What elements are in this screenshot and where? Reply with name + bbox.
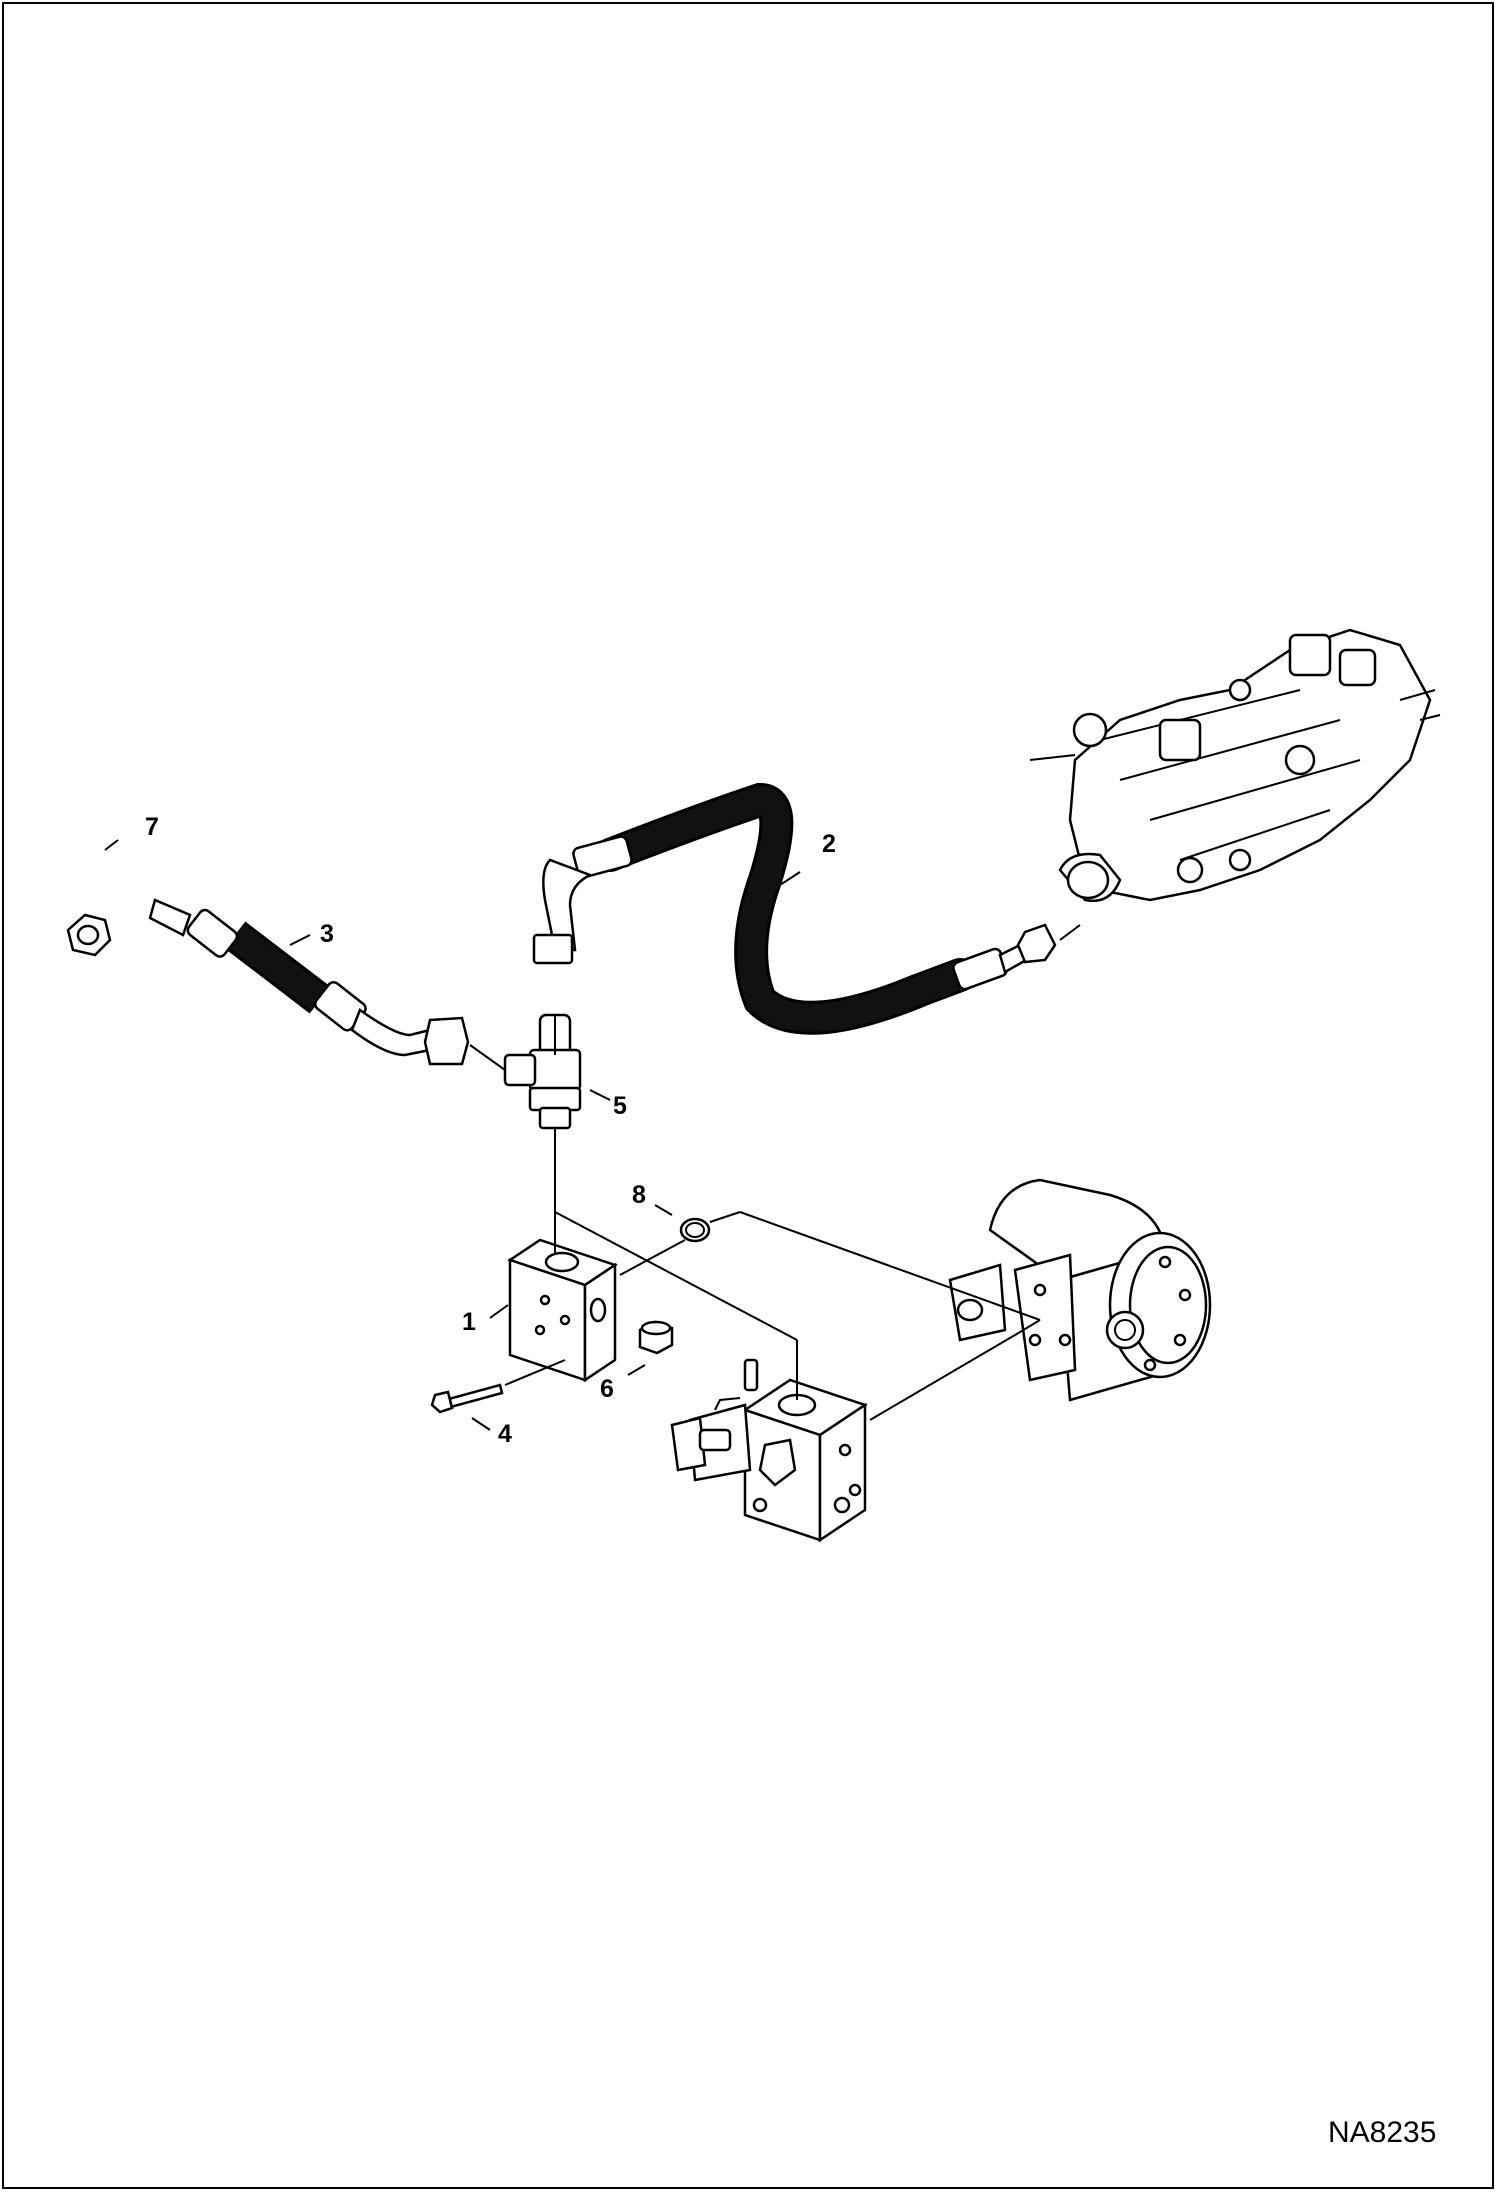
callout-1: 1 <box>462 1308 476 1336</box>
hydraulic-hose-2 <box>532 782 1081 1035</box>
callout-6: 6 <box>600 1375 614 1403</box>
plug-6 <box>638 1320 674 1355</box>
solenoid-valve-block <box>670 1358 868 1543</box>
hydraulic-motor <box>948 1178 1212 1402</box>
callout-8: 8 <box>632 1181 646 1209</box>
nut-7 <box>66 913 112 957</box>
callout-7: 7 <box>145 813 159 841</box>
hydraulic-control-valve <box>1029 628 1441 903</box>
hydraulic-hose-3 <box>148 898 470 1066</box>
callout-4: 4 <box>498 1420 512 1448</box>
callout-2: 2 <box>822 830 836 858</box>
o-ring-8 <box>679 1217 711 1243</box>
callout-5: 5 <box>613 1092 627 1120</box>
bolt-4 <box>430 1383 504 1414</box>
tee-fitting-5 <box>503 1013 582 1130</box>
manifold-block-1 <box>507 1238 618 1383</box>
callout-3: 3 <box>320 920 334 948</box>
assembly-lines <box>469 1015 1041 1421</box>
figure-code: NA8235 <box>1328 2116 1436 2149</box>
callout-leaders <box>104 839 801 1431</box>
